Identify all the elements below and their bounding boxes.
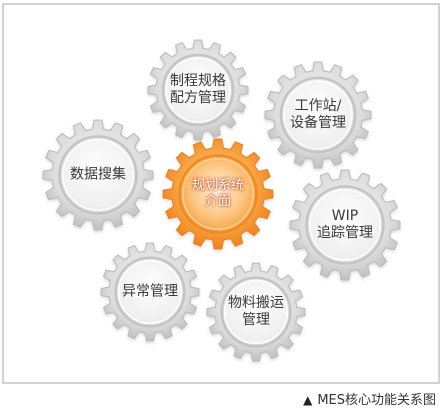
gear-label-core: 规划系统 介面 [191, 178, 244, 209]
gear-label-wip: WIP 追踪管理 [317, 208, 373, 241]
gear-abnormal-ring [114, 256, 186, 328]
gear-abnormal [100, 242, 200, 342]
gear-wip-hub [309, 189, 381, 261]
gear-station-ring [279, 76, 357, 154]
gear-material-ring [220, 276, 292, 348]
caption-text: MES核心功能关系图 [317, 393, 436, 408]
gear-label-material: 物料搬运 管理 [228, 295, 284, 328]
gear-core [162, 138, 274, 250]
triangle-up-icon: ▲ [303, 393, 313, 407]
gear-recipe-ring [161, 53, 235, 127]
gear-data-ring [58, 135, 138, 215]
gear-data-hub [62, 139, 134, 211]
gear-material-hub [223, 279, 289, 345]
gear-wip [289, 169, 401, 281]
gear-abnormal-hub [117, 259, 183, 325]
gear-recipe-hub [165, 57, 231, 123]
gear-label-station: 工作站/ 设备管理 [290, 98, 346, 131]
gear-station-hub [283, 80, 353, 150]
gear-label-abnormal: 异常管理 [122, 283, 178, 300]
gear-recipe [147, 39, 249, 141]
gear-core-hub [182, 158, 254, 230]
gear-label-recipe: 制程规格 配方管理 [170, 73, 226, 106]
gear-label-data: 数据搜集 [70, 166, 126, 183]
gear-core-ring [178, 154, 258, 234]
mes-gear-diagram [42, 39, 401, 362]
gear-material [206, 262, 306, 362]
gear-data [42, 119, 154, 231]
gear-station [264, 61, 372, 169]
gear-wip-ring [305, 185, 385, 265]
diagram-caption: ▲ MES核心功能关系图 [303, 389, 436, 408]
